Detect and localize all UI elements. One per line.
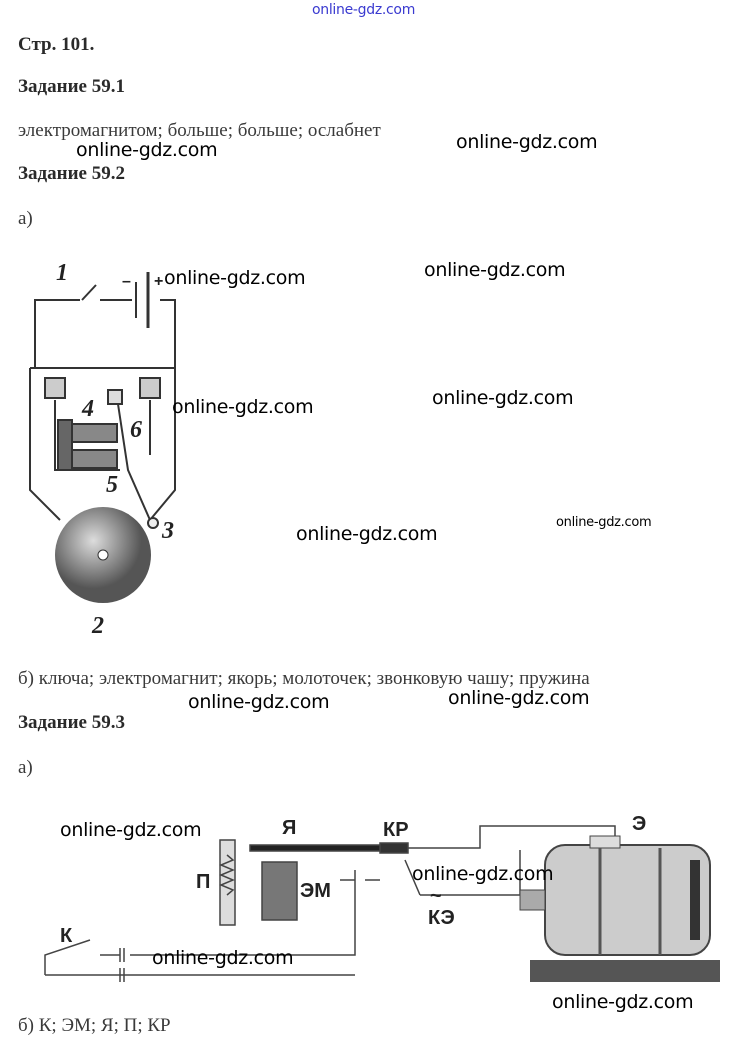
label-bowl: 2 [91,613,104,639]
watermark: online-gdz.com [296,523,438,545]
watermark: online-gdz.com [188,691,330,713]
task-59-3-part-b: б) К; ЭМ; Я; П; КР [18,1015,171,1036]
watermark: online-gdz.com [456,131,598,153]
watermark: online-gdz.com [556,515,652,530]
label-key-k: К [60,925,73,947]
task-59-2-part-a: а) [18,208,33,229]
task-59-3-title: Задание 59.3 [18,712,125,733]
label-plus: + [154,273,163,290]
electric-motor [519,835,720,982]
watermark: online-gdz.com [60,819,202,841]
watermark: online-gdz.com [424,259,566,281]
watermark: online-gdz.com [432,387,574,409]
label-engine: Э [632,813,646,835]
watermark: online-gdz.com [448,687,590,709]
label-ac: ~ [430,885,442,907]
label-minus: – [122,273,131,290]
label-key: 1 [56,260,68,286]
label-contacts: КР [383,819,409,841]
watermark: online-gdz.com [76,139,218,161]
task-59-1-answer: электромагнитом; больше; больше; ослабне… [18,120,381,141]
watermark: online-gdz.com [552,991,694,1013]
watermark: online-gdz.com [312,2,416,18]
task-59-1-title: Задание 59.1 [18,76,125,97]
watermark: online-gdz.com [412,863,554,885]
relay-diagram [44,825,616,982]
label-armature: 5 [106,472,118,498]
label-circuit-ke: КЭ [428,907,455,929]
task-59-2-part-b: б) ключа; электромагнит; якорь; молоточе… [18,668,590,689]
label-hammer: 3 [161,518,174,544]
label-anchor: Я [282,817,296,839]
page-number: Стр. 101. [18,34,95,55]
task-59-3-part-a: а) [18,757,33,778]
watermark: online-gdz.com [152,947,294,969]
watermark: online-gdz.com [164,267,306,289]
label-electromagnet: 4 [81,396,94,422]
task-59-2-title: Задание 59.2 [18,163,125,184]
label-spring: 6 [130,417,142,443]
label-electromagnet-em: ЭМ [300,880,331,902]
label-spring-p: П [196,871,210,893]
watermark: online-gdz.com [172,396,314,418]
